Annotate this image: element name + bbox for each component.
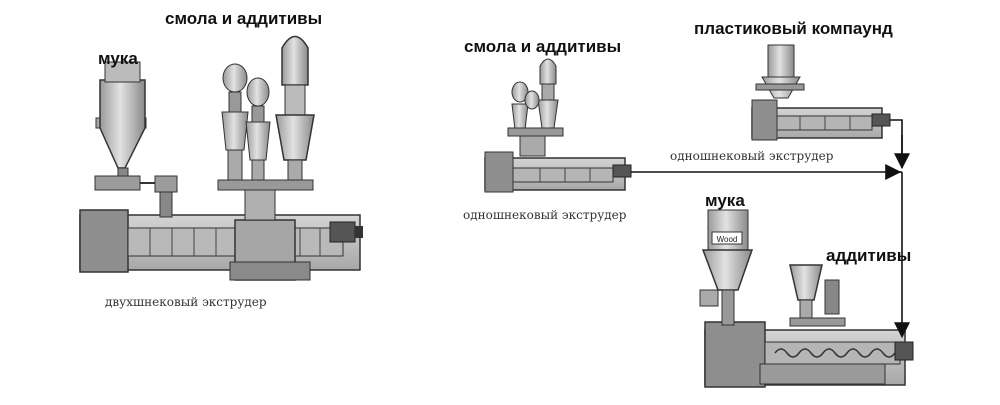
label-resin-left: смола и аддитивы bbox=[165, 9, 323, 28]
final-extruder: Wood bbox=[699, 209, 914, 388]
single-screw-extruder-compound bbox=[751, 44, 891, 141]
caption-twin-screw: двухшнековый экструдер bbox=[105, 295, 267, 309]
feeder-tower-1 bbox=[221, 63, 249, 181]
wood-hopper-tag: Wood bbox=[717, 235, 738, 244]
label-flour-right: мука bbox=[705, 191, 745, 210]
caption-single-screw-left: одношнековый экструдер bbox=[463, 208, 627, 222]
label-additives: аддитивы bbox=[826, 246, 912, 265]
label-flour-left: мука bbox=[98, 49, 138, 68]
single-screw-extruder-resin bbox=[484, 58, 632, 193]
label-resin-right: смола и аддитивы bbox=[464, 37, 622, 56]
feeder-tower-3 bbox=[275, 35, 315, 183]
flow-arrows bbox=[631, 119, 910, 339]
feeder-tower-2 bbox=[245, 77, 271, 183]
label-compound: пластиковый компаунд bbox=[694, 19, 893, 38]
caption-single-screw-top: одношнековый экструдер bbox=[670, 149, 834, 163]
twin-screw-extruder bbox=[79, 35, 363, 281]
